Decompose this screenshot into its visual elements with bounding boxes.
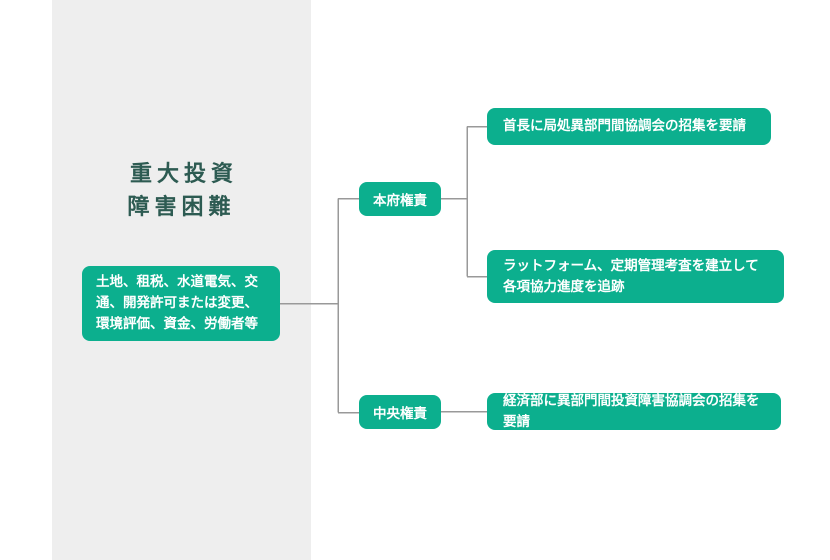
node-root[interactable]: 土地、租税、水道電気、交 通、開発許可または変更、 環境評価、資金、労働者等 (82, 266, 280, 341)
node-leaf-moea-summon[interactable]: 経済部に異部門間投資障害協調会の招集を要請 (487, 393, 781, 430)
node-branch-central[interactable]: 中央権責 (359, 395, 441, 429)
node-branch-local[interactable]: 本府権責 (359, 182, 441, 216)
node-leaf-summon-coordination-label: 首長に局処異部門間協調会の招集を要請 (503, 118, 746, 134)
node-root-label: 土地、租税、水道電気、交 通、開発許可または変更、 環境評価、資金、労働者等 (96, 274, 258, 332)
page-title: 重大投資 障害困難 (127, 162, 238, 220)
node-branch-local-label: 本府権責 (373, 193, 427, 209)
node-leaf-moea-summon-label: 経済部に異部門間投資障害協調会の招集を要請 (503, 392, 760, 430)
node-leaf-platform-review[interactable]: ラットフォーム、定期管理考査を建立して 各項協力進度を追跡 (487, 250, 784, 303)
node-branch-central-label: 中央権責 (373, 406, 427, 422)
node-leaf-platform-review-label: ラットフォーム、定期管理考査を建立して 各項協力進度を追跡 (503, 257, 759, 295)
node-leaf-summon-coordination[interactable]: 首長に局処異部門間協調会の招集を要請 (487, 108, 771, 145)
